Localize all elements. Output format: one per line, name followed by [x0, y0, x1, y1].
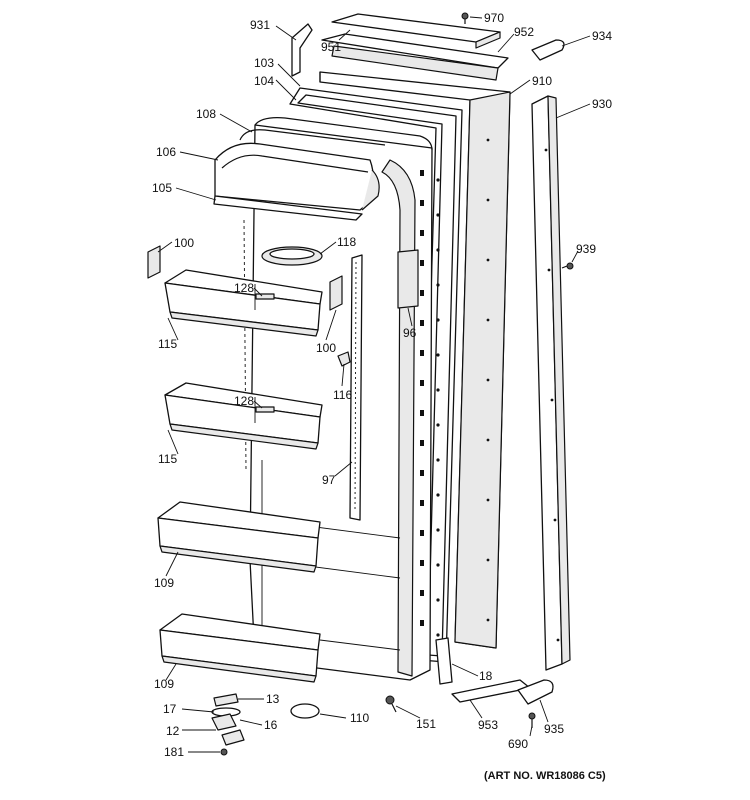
callout-97: 97	[322, 473, 336, 487]
callout-109-upper: 109	[154, 576, 175, 590]
callout-12: 12	[166, 724, 180, 738]
door-shelf-upper	[164, 269, 323, 337]
callout-910: 910	[532, 74, 553, 88]
top-bin	[213, 142, 380, 221]
callout-934: 934	[592, 29, 613, 43]
callout-181: 181	[164, 745, 185, 759]
shelf-rail-96	[397, 249, 419, 309]
dispenser-cover	[261, 246, 323, 266]
callout-105: 105	[152, 181, 173, 195]
leader-lines	[157, 16, 591, 753]
callout-103: 103	[254, 56, 275, 70]
screw-151	[385, 695, 397, 713]
callout-116: 116	[333, 388, 353, 402]
callout-104: 104	[254, 74, 275, 88]
door-shelf-lower	[164, 382, 323, 450]
callout-115-lower: 115	[158, 452, 178, 466]
shelf-support-right	[329, 275, 343, 311]
shelf-rail-97	[349, 254, 363, 521]
bottom-cap-935	[517, 679, 554, 705]
door-bin-upper	[157, 501, 321, 573]
callout-953: 953	[478, 718, 499, 732]
end-cap-934	[531, 39, 565, 61]
button-116	[337, 351, 351, 367]
screw-970	[461, 12, 469, 24]
callout-118: 118	[337, 235, 357, 249]
callout-100-left: 100	[174, 236, 195, 250]
screw-939	[561, 262, 574, 270]
callout-151: 151	[416, 717, 437, 731]
callout-931: 931	[250, 18, 271, 32]
shelf-support-left	[147, 245, 161, 279]
callout-17: 17	[163, 702, 177, 716]
callout-935: 935	[544, 722, 565, 736]
door-bin-lower	[159, 613, 321, 683]
callout-16: 16	[264, 718, 278, 732]
callout-18: 18	[479, 669, 493, 683]
hinge-parts	[211, 693, 245, 756]
callout-970: 970	[484, 11, 505, 25]
door-top-cap	[331, 13, 501, 49]
handle-trim-931	[291, 23, 313, 77]
callout-109-lower: 109	[154, 677, 175, 691]
callout-96: 96	[403, 326, 417, 340]
callout-106: 106	[156, 145, 177, 159]
callout-128-lower: 128	[234, 394, 255, 408]
side-trim-930	[531, 95, 571, 671]
callout-690: 690	[508, 737, 529, 751]
hinge-bracket-18	[435, 637, 453, 685]
callout-939: 939	[576, 242, 597, 256]
callout-100-right: 100	[316, 341, 337, 355]
art-number: (ART NO. WR18086 C5)	[484, 770, 606, 782]
screw-690	[528, 712, 536, 728]
cap-110	[290, 703, 320, 719]
callout-108: 108	[196, 107, 217, 121]
outer-door-panel	[319, 71, 511, 649]
callout-951: 951	[321, 40, 342, 54]
callout-952: 952	[514, 25, 535, 39]
top-trim	[321, 33, 509, 81]
callout-930: 930	[592, 97, 613, 111]
callout-13: 13	[266, 692, 280, 706]
callout-115-upper: 115	[158, 337, 178, 351]
callout-128-upper: 128	[234, 281, 255, 295]
callout-110: 110	[350, 711, 370, 725]
